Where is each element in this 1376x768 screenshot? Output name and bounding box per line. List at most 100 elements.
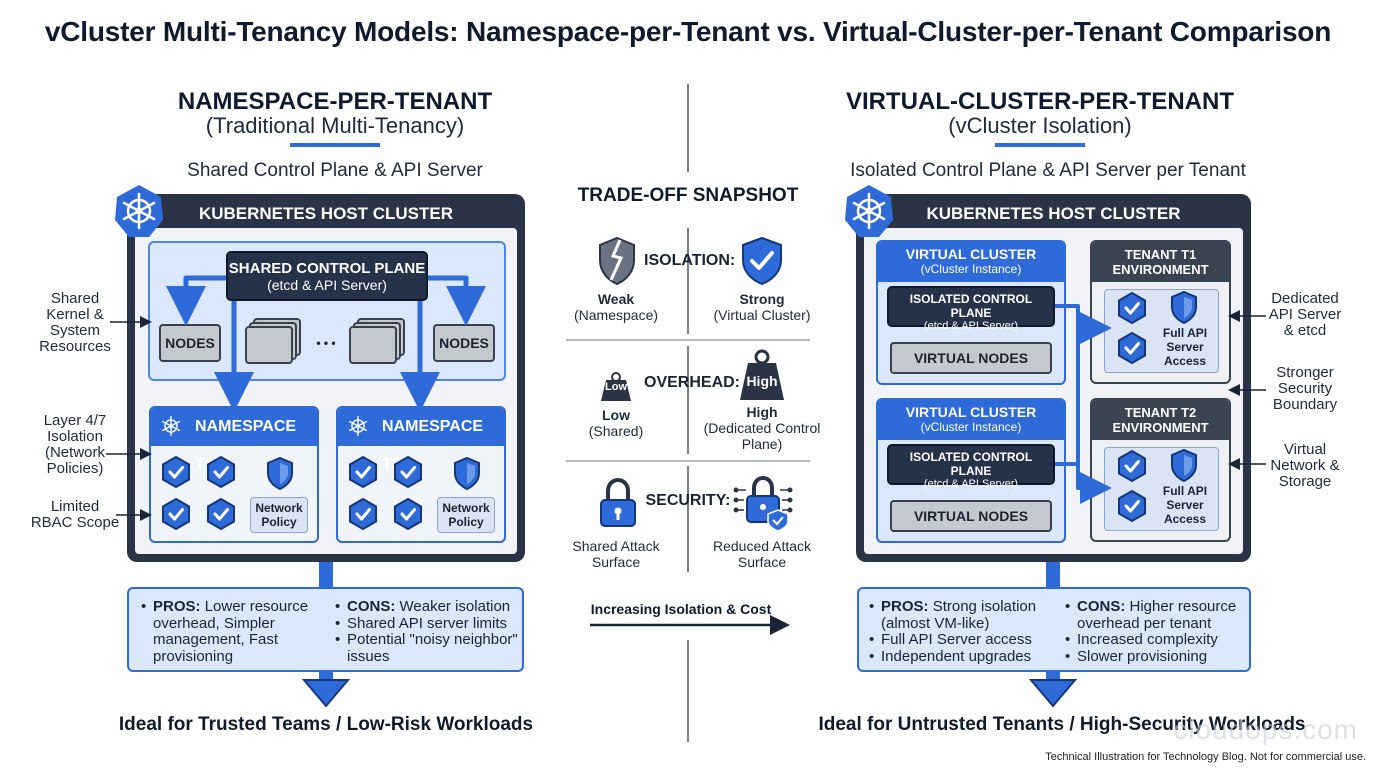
security-label: SECURITY: xyxy=(645,492,731,509)
overhead-label: OVERHEAD: xyxy=(644,374,741,391)
left-cons-label: CONS: xyxy=(347,598,396,615)
right-underline xyxy=(995,143,1085,147)
overhead-low-sub: (Shared) xyxy=(588,423,644,439)
isolated-control-plane-2-title: ISOLATED CONTROL PLANE xyxy=(909,450,1033,478)
overhead-low: Low (Shared) xyxy=(566,407,666,439)
node-stack-front xyxy=(349,326,397,364)
left-side-label-isolation: Layer 4/7 Isolation (Network Policies) xyxy=(43,412,107,477)
isolated-control-plane-2: ISOLATED CONTROL PLANE (etcd & API Serve… xyxy=(887,444,1055,490)
low-weight-text: Low xyxy=(605,381,627,393)
right-cons-item: Slower provisioning xyxy=(1065,648,1245,666)
isolation-weak: Weak (Namespace) xyxy=(566,291,666,323)
tradeoff-heading: TRADE-OFF SNAPSHOT xyxy=(577,185,799,206)
left-underline xyxy=(290,143,380,147)
right-caption: Isolated Control Plane & API Server per … xyxy=(850,160,1246,181)
shared-control-plane: SHARED CONTROL PLANE (etcd & API Server) xyxy=(226,251,428,301)
nodes-ellipsis: • • • xyxy=(316,336,336,350)
page-title: vCluster Multi-Tenancy Models: Namespace… xyxy=(44,16,1332,47)
node-stack-front xyxy=(245,326,293,364)
right-cons: CONS: Higher resource overhead per tenan… xyxy=(1065,598,1245,666)
isolation-label: ISOLATION: xyxy=(644,252,736,269)
left-cons-item: Shared API server limits xyxy=(335,615,519,633)
secure-lock-network-icon xyxy=(733,475,793,532)
left-subheading: (Traditional Multi-Tenancy) xyxy=(205,113,465,138)
right-pros-item: Independent upgrades xyxy=(869,648,1065,666)
left-pros-cons: PROS: Lower resource overhead, Simpler m… xyxy=(127,587,524,672)
isolated-control-plane-2-sub: (etcd & API Server) xyxy=(923,478,1019,490)
overhead-high-sub: (Dedicated Control Plane) xyxy=(703,420,821,452)
right-cons-label: CONS: xyxy=(1077,598,1126,615)
virtual-nodes-1: VIRTUAL NODES xyxy=(890,342,1052,374)
right-side-label-api: Dedicated API Server & etcd xyxy=(1268,290,1342,339)
isolation-strong: Strong (Virtual Cluster) xyxy=(702,291,822,323)
tenant-t1-title: TENANT T1 ENVIRONMENT xyxy=(1092,242,1229,282)
right-pros-item: Full API Server access xyxy=(869,631,1065,649)
tenant-t1-api-access: Full API Server Access xyxy=(1162,326,1208,368)
tenant-t2-api-access: Full API Server Access xyxy=(1162,484,1208,526)
tenant-t1-box xyxy=(1104,289,1219,373)
virtual-cluster-2-head: VIRTUAL CLUSTER (vCluster Instance) xyxy=(878,400,1064,440)
footnote: Technical Illustration for Technology Bl… xyxy=(1045,751,1366,763)
left-cons-item: Weaker isolation xyxy=(399,598,511,615)
right-pros-item: Strong isolation (almost VM-like) xyxy=(881,598,1037,632)
high-weight-text: High xyxy=(746,373,778,389)
shared-control-plane-sub: (etcd & API Server) xyxy=(267,277,387,293)
overhead-high: High (Dedicated Control Plane) xyxy=(702,404,822,452)
left-side-label-rbac: Limited RBAC Scope xyxy=(30,498,120,531)
right-pros: PROS: Strong isolation (almost VM-like) … xyxy=(869,598,1065,666)
left-caption: Shared Control Plane & API Server xyxy=(187,160,483,181)
left-ideal-for: Ideal for Trusted Teams / Low-Risk Workl… xyxy=(118,714,534,735)
right-side-label-security: Stronger Security Boundary xyxy=(1272,364,1338,413)
left-side-label-kernel: Shared Kernel & System Resources xyxy=(39,290,111,355)
right-pros-label: PROS: xyxy=(881,598,929,615)
watermark: cloudops.com xyxy=(1173,714,1358,745)
isolation-strong-sub: (Virtual Cluster) xyxy=(713,307,811,323)
isolation-weak-title: Weak xyxy=(597,291,635,307)
isolated-control-plane-1-title: ISOLATED CONTROL PLANE xyxy=(909,292,1033,320)
security-reduced-surface: Reduced Attack Surface xyxy=(712,538,812,570)
left-host-label: KUBERNETES HOST CLUSTER xyxy=(198,204,454,223)
low-weight-icon xyxy=(601,372,631,401)
tenant-t2-environment: TENANT T2 ENVIRONMENT xyxy=(1090,398,1231,542)
tenant-t2-title: TENANT T2 ENVIRONMENT xyxy=(1092,400,1229,440)
open-lock-icon xyxy=(600,478,636,527)
virtual-cluster-1-title: VIRTUAL CLUSTER xyxy=(905,246,1037,262)
left-cons: CONS: Weaker isolation Shared API server… xyxy=(335,598,519,665)
virtual-cluster-2-title: VIRTUAL CLUSTER xyxy=(905,404,1037,420)
virtual-cluster-2-sub: (vCluster Instance) xyxy=(920,420,1022,434)
right-subheading: (vCluster Isolation) xyxy=(948,113,1132,138)
virtual-cluster-1-sub: (vCluster Instance) xyxy=(920,262,1022,276)
left-heading: NAMESPACE-PER-TENANT xyxy=(177,88,493,115)
high-weight-icon xyxy=(740,349,784,400)
namespace-t2-network-policy: Network Policy xyxy=(437,497,495,533)
broken-shield-icon xyxy=(599,236,635,286)
overhead-high-title: High xyxy=(746,404,778,420)
left-pros: PROS: Lower resource overhead, Simpler m… xyxy=(141,598,329,665)
namespace-t1-network-policy: Network Policy xyxy=(250,497,308,533)
right-side-label-network: Virtual Network & Storage xyxy=(1270,441,1340,490)
isolation-weak-sub: (Namespace) xyxy=(573,307,659,323)
security-shared-surface: Shared Attack Surface xyxy=(572,538,660,570)
right-ideal-for: Ideal for Untrusted Tenants / High-Secur… xyxy=(818,714,1306,735)
strong-shield-icon xyxy=(742,236,782,286)
left-pros-label: PROS: xyxy=(153,598,201,615)
isolation-strong-title: Strong xyxy=(739,291,785,307)
left-pros-text: Lower resource overhead, Simpler managem… xyxy=(153,598,309,665)
right-host-label: KUBERNETES HOST CLUSTER xyxy=(926,204,1181,223)
isolated-control-plane-1-sub: (etcd & API Server) xyxy=(923,320,1019,332)
virtual-cluster-1-head: VIRTUAL CLUSTER (vCluster Instance) xyxy=(878,242,1064,282)
isolated-control-plane-1: ISOLATED CONTROL PLANE (etcd & API Serve… xyxy=(887,286,1055,332)
right-cons-item: Higher resource overhead per tenant xyxy=(1077,598,1237,632)
right-heading: VIRTUAL-CLUSTER-PER-TENANT xyxy=(846,88,1234,115)
tenant-t1-environment: TENANT T1 ENVIRONMENT xyxy=(1090,240,1231,384)
right-cons-item: Increased complexity xyxy=(1065,631,1245,649)
shared-control-plane-title: SHARED CONTROL PLANE xyxy=(228,260,426,277)
right-pros-cons: PROS: Strong isolation (almost VM-like) … xyxy=(857,587,1251,672)
overhead-low-title: Low xyxy=(602,407,630,423)
virtual-nodes-2: VIRTUAL NODES xyxy=(890,500,1052,532)
left-cons-item: Potential "noisy neighbor" issues xyxy=(335,631,519,665)
